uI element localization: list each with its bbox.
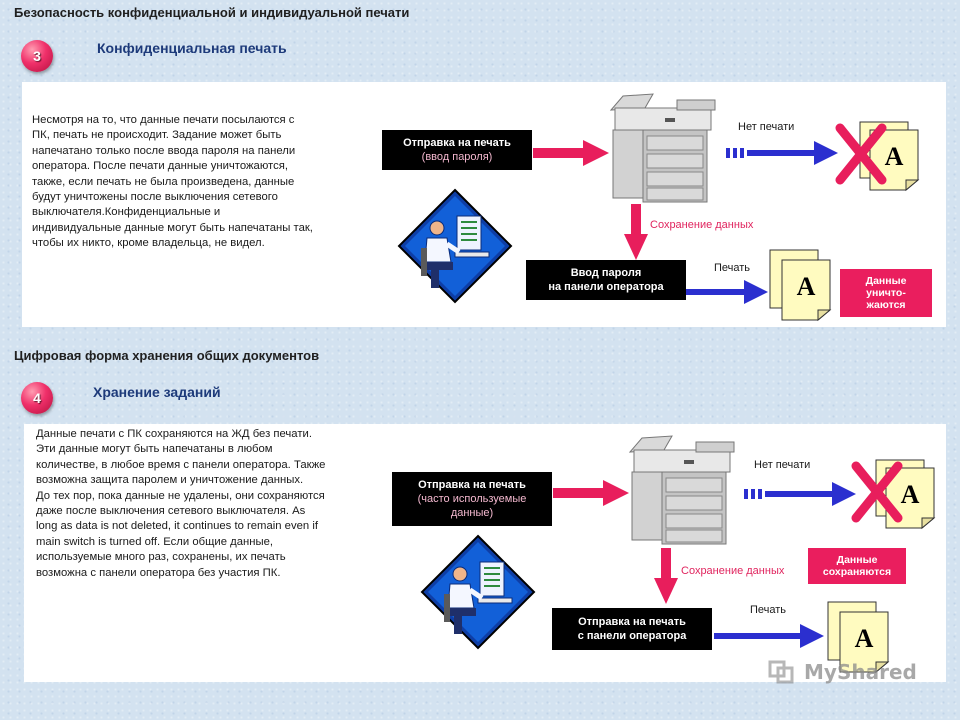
text-line: будут уничтожены после выключения сетево… <box>32 191 278 204</box>
printer-icon <box>609 93 716 203</box>
text-line: возможна с панели оператора без участия … <box>36 566 281 579</box>
send-label-main: Отправка на печать <box>403 137 511 149</box>
section4-subtitle: Хранение заданий <box>93 384 221 400</box>
text-line: До тех пор, пока данные не удалены, они … <box>36 489 325 502</box>
cancelled-document-icon: A <box>835 121 920 192</box>
operator-panel-label: Отправка на печать с панели оператора <box>552 608 712 650</box>
result-line: сохраняются <box>822 566 892 578</box>
document-letter: A <box>885 142 904 171</box>
print-label: Печать <box>714 262 751 274</box>
text-line: чтобы их никто, кроме владельца, не виде… <box>32 237 265 250</box>
panel-label-line: на панели оператора <box>548 281 664 293</box>
text-line: main switch is turned off. Если общие да… <box>36 535 274 548</box>
text-line: количестве, в любое время с панели опера… <box>36 458 326 471</box>
panel-label-line: Ввод пароля <box>570 267 642 279</box>
result-line: Данные <box>865 275 907 287</box>
page-title: Безопасность конфиденциальной и индивиду… <box>14 5 410 20</box>
section4-description: Данные печати с ПК сохраняются на ЖД без… <box>36 427 386 581</box>
panel-label-line: с панели оператора <box>577 630 687 642</box>
send-label-sub: данные) <box>450 507 494 519</box>
data-saved-label: Данные сохраняются <box>808 548 906 584</box>
text-line: Эти данные могут быть напечатаны в любом <box>36 443 273 456</box>
arrow-down-icon <box>654 548 678 604</box>
watermark: MyShared <box>804 660 917 684</box>
save-data-label: Сохранение данных <box>681 565 785 577</box>
step-badge-4: 4 <box>21 382 53 414</box>
send-label-sub: (часто используемые <box>417 493 527 505</box>
send-label-main: Отправка на печать <box>418 479 526 491</box>
text-line: выключателя.Конфиденциальные и <box>32 206 221 219</box>
arrow-right-icon <box>714 624 824 648</box>
section3-description: Несмотря на то, что данные печати посыла… <box>32 113 377 252</box>
result-line: жаются <box>866 299 906 311</box>
text-line: Данные печати с ПК сохраняются на ЖД без… <box>36 428 312 440</box>
result-line: уничто- <box>866 287 906 299</box>
printed-document-icon: A <box>827 601 890 674</box>
send-to-print-label: Отправка на печать (часто используемые д… <box>392 472 552 526</box>
pc-user-icon <box>397 188 513 304</box>
send-label-sub: (ввод пароля) <box>421 151 493 163</box>
printed-document-icon: A <box>769 249 832 322</box>
document-letter: A <box>901 480 920 509</box>
document-letter: A <box>855 624 874 653</box>
arrow-right-icon <box>686 280 768 304</box>
panel-label-line: Отправка на печать <box>578 616 686 628</box>
text-line: также, если печать не была произведена, … <box>32 175 295 188</box>
text-line: используемые много раз, сохранены, их пе… <box>36 551 286 564</box>
data-destroyed-label: Данные уничто- жаются <box>840 269 932 317</box>
arrow-right-icon <box>744 482 856 506</box>
arrow-right-icon <box>553 480 629 506</box>
section3-subtitle: Конфиденциальная печать <box>97 40 287 56</box>
section4-title: Цифровая форма хранения общих документов <box>14 348 320 363</box>
operator-panel-label: Ввод пароля на панели оператора <box>526 260 686 300</box>
step-badge-3: 3 <box>21 40 53 72</box>
send-to-print-label: Отправка на печать (ввод пароля) <box>382 130 532 170</box>
text-line: напечатано только после ввода пароля на … <box>32 144 296 157</box>
text-line: индивидуальные данные могут быть напечат… <box>32 221 313 234</box>
text-line: ПК, печать не происходит. Задание может … <box>32 129 282 142</box>
arrow-right-icon <box>533 140 609 166</box>
document-letter: A <box>797 272 816 301</box>
text-line: Несмотря на то, что данные печати посыла… <box>32 114 295 126</box>
no-print-label: Нет печати <box>738 121 795 133</box>
pc-user-icon <box>420 534 536 650</box>
arrow-down-icon <box>624 204 648 260</box>
text-line: long as data is not deleted, it continue… <box>36 520 318 533</box>
text-line: возможна защита паролем и уничтожение да… <box>36 474 304 487</box>
save-data-label: Сохранение данных <box>650 219 754 231</box>
print-label: Печать <box>750 604 787 616</box>
no-print-label: Нет печати <box>754 459 811 471</box>
arrow-right-icon <box>726 141 838 165</box>
cancelled-document-icon: A <box>851 459 936 530</box>
text-line: даже после выключения сетевого выключате… <box>36 505 306 518</box>
result-line: Данные <box>836 554 878 566</box>
printer-icon <box>628 435 735 545</box>
watermark-logo-icon <box>768 660 794 684</box>
text-line: оператора. После печати данные уничтожаю… <box>32 160 288 173</box>
